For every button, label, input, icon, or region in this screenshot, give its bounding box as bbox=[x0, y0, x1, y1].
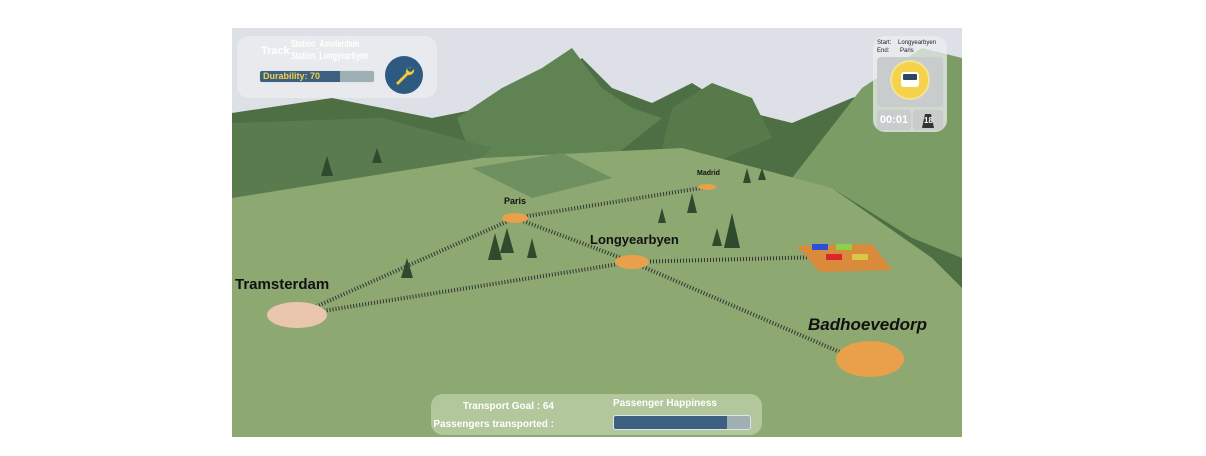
transported-label: Passengers transported : bbox=[433, 419, 554, 430]
trees bbox=[321, 148, 766, 278]
train-icon bbox=[890, 60, 930, 100]
station-label: Badhoevedorp bbox=[808, 315, 928, 334]
station-tramsterdam[interactable] bbox=[267, 302, 327, 328]
start-station: Longyearbyen bbox=[898, 40, 937, 46]
train-info-panel: Start: Longyearbyen End: Paris 00:01 18 bbox=[873, 36, 947, 132]
repair-button[interactable] bbox=[385, 56, 423, 94]
station-label: Madrid bbox=[697, 170, 720, 177]
station-a: Station_Amsterdam bbox=[291, 39, 360, 50]
goal-value: 64 bbox=[542, 401, 554, 412]
wrench-icon bbox=[396, 66, 415, 85]
weight-icon: 18 bbox=[913, 110, 943, 130]
train-slot[interactable] bbox=[877, 57, 943, 107]
end-station: Paris bbox=[900, 48, 914, 54]
station-paris[interactable] bbox=[502, 213, 528, 223]
depot-platform[interactable] bbox=[797, 244, 892, 272]
station-longyearbyen[interactable] bbox=[615, 255, 649, 269]
start-label: Start: bbox=[877, 40, 892, 46]
durability-label: Durability: 70 bbox=[263, 71, 321, 81]
end-label: End: bbox=[877, 48, 890, 54]
station-label: Paris bbox=[504, 196, 527, 206]
goal-label: Transport Goal : bbox=[462, 401, 541, 412]
happiness-bar bbox=[613, 415, 751, 430]
track-info-panel: Track Station_Amsterdam Station_Longyear… bbox=[237, 36, 437, 98]
happiness-label: Passenger Happiness bbox=[613, 398, 717, 409]
durability-bar: Durability: 70 bbox=[259, 70, 375, 83]
station-b: Station_Longyearbyen bbox=[291, 51, 369, 62]
railway-tracks bbox=[296, 185, 873, 368]
station-label: Longyearbyen bbox=[590, 232, 679, 247]
stats-panel: Transport Goal : 64 Passengers transport… bbox=[431, 394, 762, 435]
timer: 00:01 bbox=[877, 110, 911, 130]
station-label: Tramsterdam bbox=[235, 276, 330, 293]
weight-value: 18 bbox=[924, 116, 933, 125]
station-badhoevedorp[interactable] bbox=[836, 341, 904, 377]
track-label: Track bbox=[261, 45, 290, 57]
game-viewport[interactable]: Tramsterdam Paris Madrid Longyearbyen Ba… bbox=[232, 28, 962, 437]
station-madrid[interactable] bbox=[698, 184, 716, 190]
terrain-scene bbox=[232, 28, 962, 437]
